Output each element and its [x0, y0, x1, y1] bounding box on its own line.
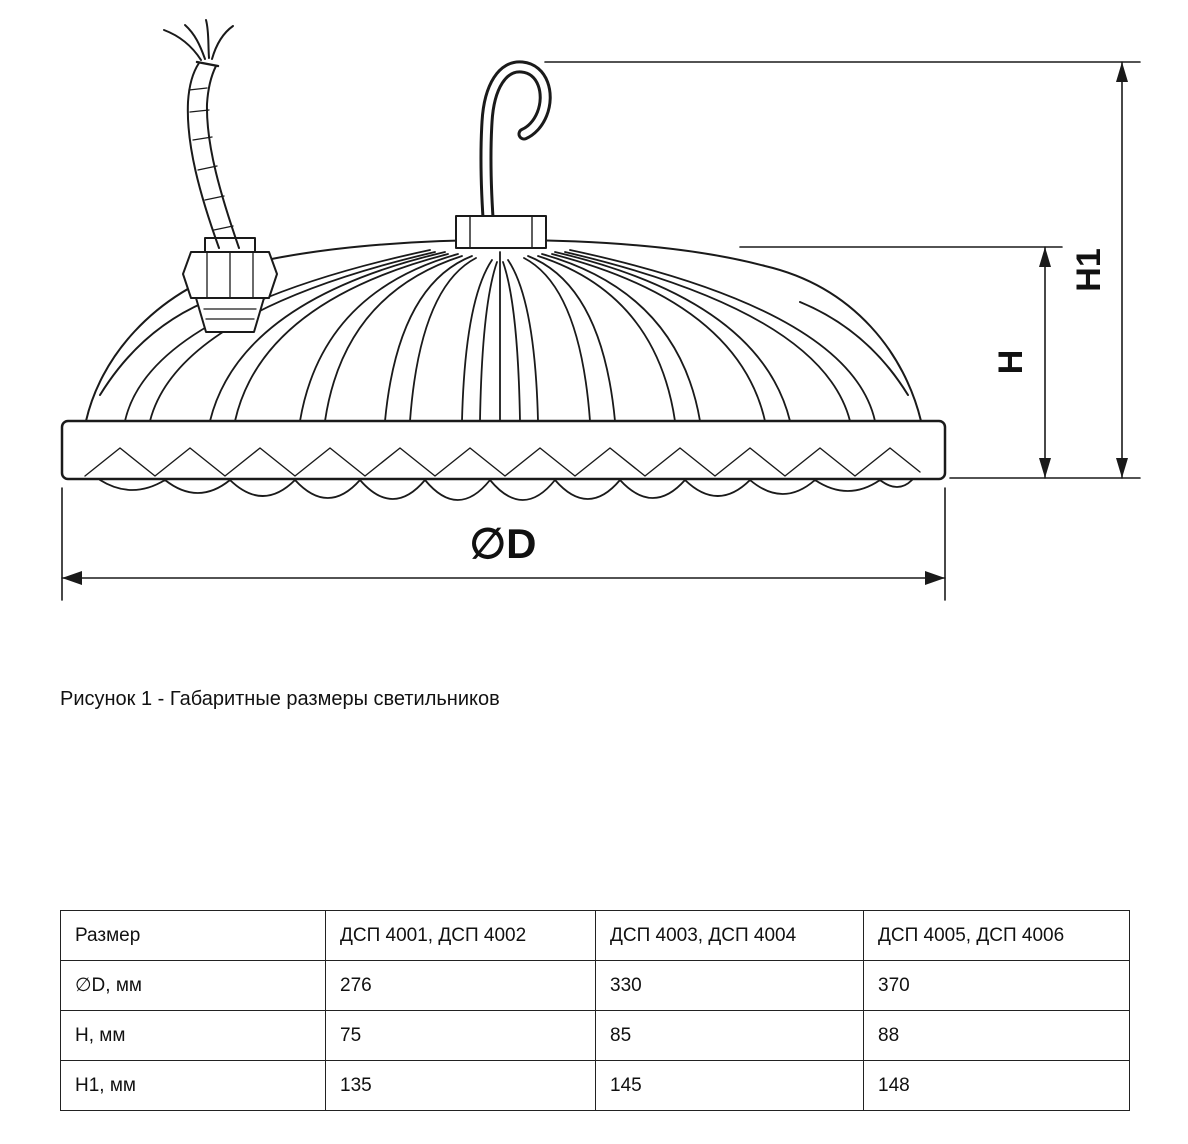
table-header-model-3: ДСП 4005, ДСП 4006 [863, 910, 1130, 961]
table-cell: 135 [325, 1060, 596, 1111]
table-cell: 85 [595, 1010, 864, 1061]
dimension-h1: H1 [545, 62, 1140, 478]
dim-label-h: H [992, 350, 1030, 375]
dimension-d: ∅D [62, 488, 945, 600]
dimension-h: H [740, 247, 1062, 478]
table-header-model-1: ДСП 4001, ДСП 4002 [325, 910, 596, 961]
dome-ribs [125, 250, 875, 421]
row-label: ∅D, мм [60, 960, 326, 1011]
table-cell: 88 [863, 1010, 1130, 1061]
table-cell: 75 [325, 1010, 596, 1061]
bottom-scallops [100, 480, 912, 500]
wire-strands [164, 20, 233, 60]
table-cell: 148 [863, 1060, 1130, 1111]
dim-label-h1: H1 [1070, 248, 1108, 291]
luminaire-dimension-drawing: H1 H ∅D [0, 0, 1188, 660]
hook-mount-block [456, 216, 546, 248]
supply-cable [164, 20, 239, 248]
table-cell: 276 [325, 960, 596, 1011]
table-row-diameter: ∅D, мм 276 330 370 [60, 960, 1130, 1011]
table-row-height-total: H1, мм 135 145 148 [60, 1060, 1130, 1111]
band-cutouts [85, 448, 920, 476]
table-header-size: Размер [60, 910, 326, 961]
suspension-hook [456, 67, 546, 248]
dimensions-table: Размер ДСП 4001, ДСП 4002 ДСП 4003, ДСП … [60, 910, 1130, 1111]
cable-gland [183, 238, 277, 332]
table-cell: 145 [595, 1060, 864, 1111]
table-cell: 330 [595, 960, 864, 1011]
row-label: H, мм [60, 1010, 326, 1061]
row-label: H1, мм [60, 1060, 326, 1111]
flange-band [62, 421, 945, 500]
table-cell: 370 [863, 960, 1130, 1011]
figure-caption: Рисунок 1 - Габаритные размеры светильни… [60, 688, 500, 710]
table-row-height: H, мм 75 85 88 [60, 1010, 1130, 1061]
table-header-model-2: ДСП 4003, ДСП 4004 [595, 910, 864, 961]
dim-label-d: ∅D [470, 520, 537, 567]
table-header-row: Размер ДСП 4001, ДСП 4002 ДСП 4003, ДСП … [60, 910, 1130, 961]
